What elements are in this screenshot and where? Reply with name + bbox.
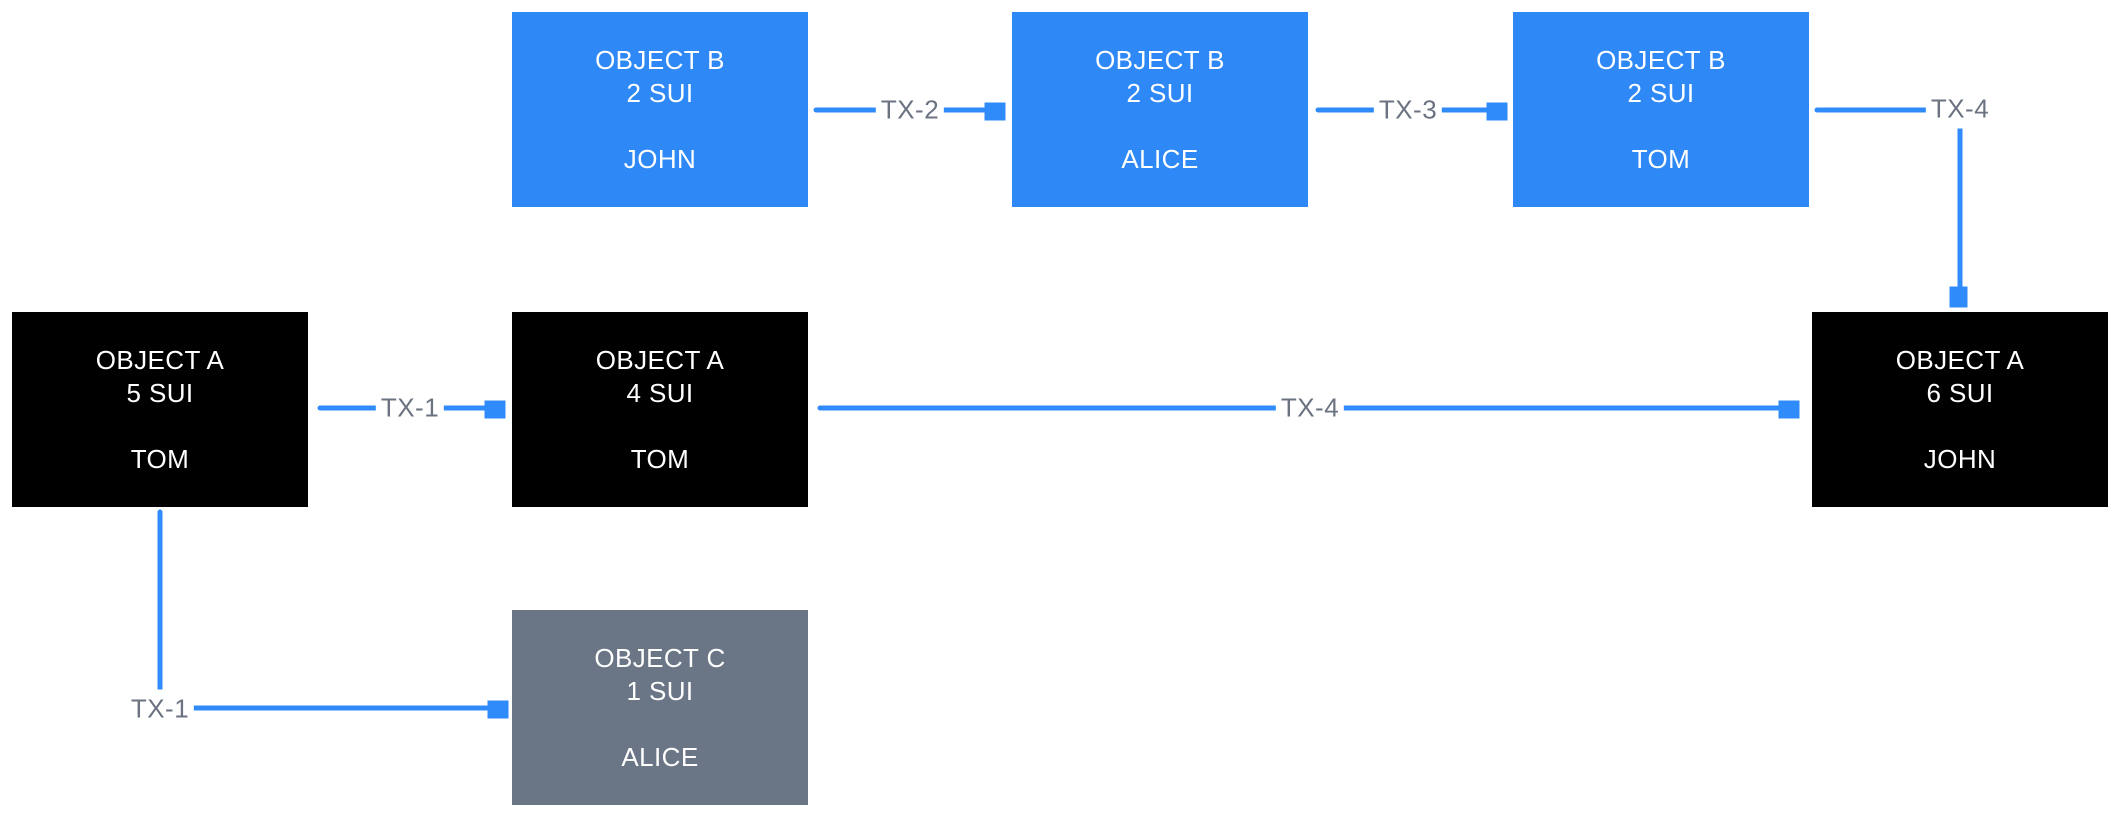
object-owner: ALICE <box>1121 143 1199 174</box>
object-owner: TOM <box>1631 143 1691 174</box>
object-amount: 4 SUI <box>626 377 694 408</box>
object-title: OBJECT C <box>594 642 726 673</box>
object-title: OBJECT B <box>1596 44 1726 75</box>
object-box-a-tom-4: OBJECT A 4 SUI TOM <box>512 312 808 507</box>
object-owner: JOHN <box>623 143 697 174</box>
object-owner: JOHN <box>1923 443 1997 474</box>
object-title: OBJECT B <box>595 44 725 75</box>
object-owner: TOM <box>630 443 690 474</box>
arrow-label-tx1-main: TX-1 <box>375 388 445 428</box>
object-owner: ALICE <box>621 741 699 772</box>
arrow-label-tx3: TX-3 <box>1373 90 1443 130</box>
arrow-label-tx4-elbow: TX-4 <box>1925 89 1995 129</box>
object-amount: 1 SUI <box>626 675 694 706</box>
arrow-label-tx2: TX-2 <box>875 90 945 130</box>
object-title: OBJECT B <box>1095 44 1225 75</box>
arrow-label-tx1-branch: TX-1 <box>125 689 195 729</box>
arrow-tx4-elbow <box>1814 107 1960 288</box>
object-box-c-alice: OBJECT C 1 SUI ALICE <box>512 610 808 805</box>
object-title: OBJECT A <box>595 344 725 375</box>
arrow-tx1-branch <box>157 509 489 708</box>
object-amount: 5 SUI <box>126 377 194 408</box>
object-title: OBJECT A <box>1895 344 2025 375</box>
object-box-b-tom: OBJECT B 2 SUI TOM <box>1513 12 1809 207</box>
object-amount: 2 SUI <box>626 77 694 108</box>
object-title: OBJECT A <box>95 344 225 375</box>
object-box-a-john-6: OBJECT A 6 SUI JOHN <box>1812 312 2108 507</box>
arrow-label-tx4-long: TX-4 <box>1275 388 1345 428</box>
object-box-b-john: OBJECT B 2 SUI JOHN <box>512 12 808 207</box>
object-owner: TOM <box>130 443 190 474</box>
object-box-b-alice: OBJECT B 2 SUI ALICE <box>1012 12 1308 207</box>
object-amount: 6 SUI <box>1926 377 1994 408</box>
object-amount: 2 SUI <box>1627 77 1695 108</box>
object-amount: 2 SUI <box>1126 77 1194 108</box>
object-box-a-tom-5: OBJECT A 5 SUI TOM <box>12 312 308 507</box>
